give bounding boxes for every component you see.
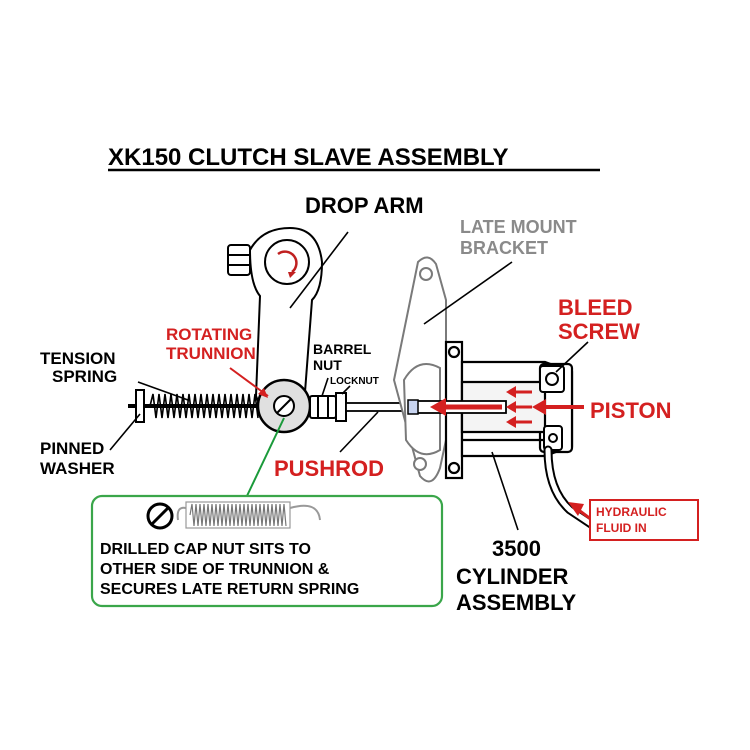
- barrel-label-1: BARREL: [313, 341, 372, 357]
- leader-lines: [109, 231, 589, 531]
- cylinder-label-1: 3500: [492, 536, 541, 561]
- bleed-label-2: SCREW: [558, 319, 640, 344]
- hydraulic-label-box: [589, 499, 699, 541]
- piston-label: PISTON: [590, 398, 672, 423]
- hydraulic-fitting: [543, 425, 605, 535]
- tension-label-1: TENSION: [40, 349, 116, 368]
- drop-arm-label: DROP ARM: [305, 193, 424, 218]
- rotating-label-1: ROTATING: [166, 325, 252, 344]
- return-spring-icon: [176, 501, 321, 529]
- pinned-label-1: PINNED: [40, 439, 104, 458]
- piston-rod-joint: [407, 399, 419, 415]
- cap-nut-icon: [146, 502, 174, 530]
- pinned-label-2: WASHER: [40, 459, 115, 478]
- hydraulic-label-1: HYDRAULIC: [596, 505, 667, 519]
- note-line-1: DRILLED CAP NUT SITS TO: [100, 541, 311, 558]
- piston-arrows: [430, 386, 584, 428]
- late-mount-label-2: BRACKET: [460, 238, 548, 258]
- bleed-label-1: BLEED: [558, 295, 633, 320]
- hydraulic-label-2: FLUID IN: [596, 521, 647, 535]
- barrel-nut: [309, 392, 347, 422]
- late-mount-label-1: LATE MOUNT: [460, 217, 577, 237]
- cylinder-label-3: ASSEMBLY: [456, 590, 577, 615]
- rotating-label-2: TRUNNION: [166, 344, 256, 363]
- rotating-trunnion: [256, 378, 312, 434]
- pushrod-label: PUSHROD: [274, 456, 384, 481]
- note-box: DRILLED CAP NUT SITS TO OTHER SIDE OF TR…: [90, 494, 444, 608]
- tension-label-2: SPRING: [52, 367, 117, 386]
- note-line-3: SECURES LATE RETURN SPRING: [100, 581, 359, 598]
- diagram-title: XK150 CLUTCH SLAVE ASSEMBLY: [108, 144, 509, 171]
- locknut-label: LOCKNUT: [330, 376, 379, 387]
- drop-arm: [227, 226, 324, 418]
- tension-spring: [128, 389, 262, 423]
- barrel-label-2: NUT: [313, 357, 342, 373]
- note-line-2: OTHER SIDE OF TRUNNION &: [100, 561, 330, 578]
- late-mount-bracket: [392, 256, 447, 483]
- bleed-screw: [539, 365, 565, 393]
- cylinder-label-2: CYLINDER: [456, 564, 569, 589]
